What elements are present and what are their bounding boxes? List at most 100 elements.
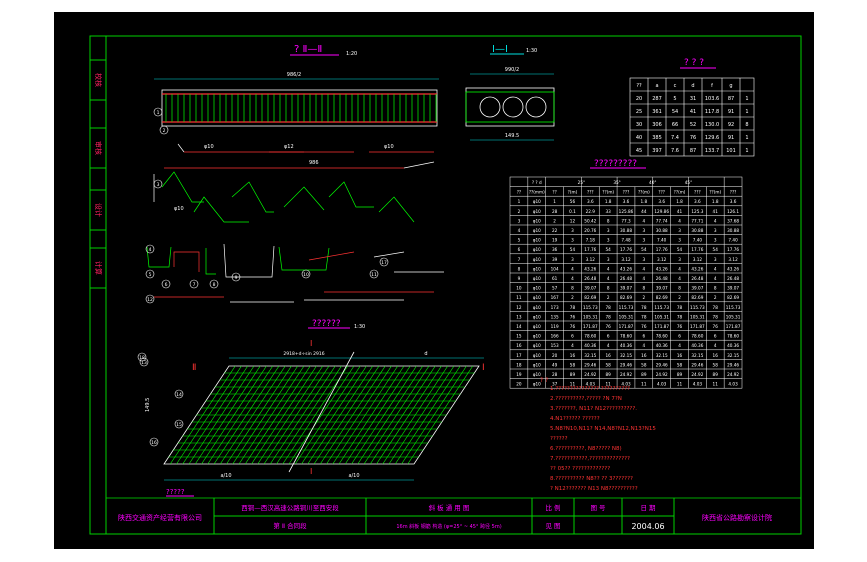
large-table-cell: 76: [641, 324, 647, 329]
large-table-cell: 82.69: [727, 295, 739, 300]
large-table-cell: 41: [713, 209, 719, 214]
section-ii-dim: 986/2: [287, 72, 301, 78]
callout-number: 16: [151, 440, 157, 446]
callout-number: 18: [139, 355, 145, 361]
plan-rebar-skew: [269, 365, 336, 465]
large-table-cell: 39: [552, 257, 558, 262]
drawing-title: 斜 板 通 用 图: [429, 503, 470, 512]
plan-rebar-skew: [332, 365, 399, 465]
plan-rebar-skew: [194, 365, 261, 465]
large-table-cell: 3.12: [621, 257, 631, 262]
notes-block: ? ? 1.??????????????? ??????????2.??????…: [540, 377, 656, 492]
large-table-cell: 17.76: [584, 247, 596, 252]
small-table-cell: 117.8: [705, 109, 719, 115]
large-table-header-sub: ?(m): [568, 190, 578, 195]
callout-circle: [161, 279, 171, 289]
large-table-cell: 4: [607, 343, 610, 348]
large-table-cell: 3: [607, 238, 610, 243]
small-table-cell: 87: [690, 148, 696, 154]
large-table-cell: 78.60: [691, 334, 703, 339]
large-table-cell: 16: [570, 353, 576, 358]
large-table-cell: 4: [607, 276, 610, 281]
large-table-cell: 78.60: [727, 334, 739, 339]
small-table-header: f: [711, 83, 713, 89]
large-table-cell: 1: [518, 199, 521, 204]
small-table-cell: 130.0: [705, 122, 719, 128]
large-table-cell: 77.71: [691, 218, 703, 223]
large-table-cell: 58: [605, 362, 611, 367]
large-table-cell: 17.76: [656, 247, 668, 252]
plan-dim-h: 149.5: [145, 398, 151, 412]
plan-rebar-skew: [288, 365, 355, 465]
rebar-dim-label: φ10: [174, 206, 184, 212]
note-line: 5.N8?N10,N11? N14,N8?N12,N13?N15: [550, 426, 656, 432]
cut-mark-bottom: Ⅰ: [310, 467, 312, 476]
small-table-cell: 25: [636, 109, 642, 115]
plan-rebar-skew: [326, 365, 392, 465]
callout-number: 13: [141, 360, 147, 366]
large-table-header-sub: ???: [623, 190, 630, 195]
large-table-cell: 24.92: [656, 372, 668, 377]
plan-rebar-skew: [401, 365, 467, 465]
large-table-cell: 41: [677, 209, 683, 214]
side-tab-review: 审核: [94, 141, 103, 155]
plan-dim-bot-left: a/10: [220, 473, 231, 479]
large-table-header-sub: ???: [694, 190, 701, 195]
plan-rebar-skew: [213, 365, 280, 465]
large-table-cell: 37.68: [727, 218, 739, 223]
callout-circle: [149, 437, 159, 447]
large-table-cell: 78: [713, 305, 719, 310]
small-table-cell: 40: [636, 135, 642, 141]
large-table-cell: 39.07: [584, 286, 596, 291]
large-table-cell: φ10: [533, 209, 541, 214]
side-tabs: 校核 审核 设计 计算: [94, 73, 103, 275]
large-table-cell: 4.03: [728, 382, 738, 387]
notes-title: ? ?: [540, 377, 548, 384]
callout-circle: [231, 272, 241, 282]
large-table-cell: 3: [643, 238, 646, 243]
large-table-cell: 1.8: [712, 199, 719, 204]
large-table-cell: 78: [677, 314, 683, 319]
large-table-cell: 4: [678, 266, 681, 271]
large-table-cell: 89: [713, 372, 719, 377]
large-table-cell: 78: [605, 314, 611, 319]
large-table-cell: 78: [570, 305, 576, 310]
side-tab-design: 设计: [94, 203, 103, 217]
small-table-cell: 66: [672, 122, 678, 128]
large-table-cell: 4: [714, 266, 717, 271]
large-table-cell: 26.48: [727, 276, 739, 281]
large-table-cell: 4: [643, 218, 646, 223]
callout-number: 15: [176, 422, 182, 428]
large-table-cell: 7.48: [621, 238, 631, 243]
section-i-scale: 1:30: [526, 48, 537, 54]
large-table-cell: 4: [714, 218, 717, 223]
label-drawing: 见 图: [545, 522, 560, 530]
plan-rebar-skew: [257, 365, 324, 465]
large-table-cell: 8: [678, 286, 681, 291]
large-table-cell: 2: [714, 295, 717, 300]
large-table-cell: 3.12: [657, 257, 667, 262]
large-table-cell: 3.6: [658, 199, 665, 204]
plan-rebar-skew: [263, 365, 330, 465]
small-table-header: c: [674, 83, 677, 89]
large-table-cell: 43.26: [691, 266, 703, 271]
large-table-cell: 77.3: [621, 218, 631, 223]
large-table-cell: 39.07: [656, 286, 668, 291]
plan-rebar-skew: [169, 365, 236, 465]
large-table-header-top: 40°: [649, 180, 656, 185]
rebar-details: [146, 143, 444, 303]
large-table-cell: φ10: [533, 295, 541, 300]
large-table-cell: 167: [551, 295, 559, 300]
callout-circle: [379, 257, 389, 267]
large-table-cell: 4.03: [693, 382, 703, 387]
large-table-cell: 26.48: [584, 276, 596, 281]
large-table-cell: 32.15: [691, 353, 703, 358]
plan-rebar-skew: [207, 365, 274, 465]
large-table-cell: 4.03: [657, 382, 667, 387]
large-table-cell: 40.36: [727, 343, 739, 348]
large-table-cell: 6: [643, 334, 646, 339]
plan-rebar-skew: [226, 365, 292, 465]
large-table-cell: 115.73: [619, 305, 634, 310]
